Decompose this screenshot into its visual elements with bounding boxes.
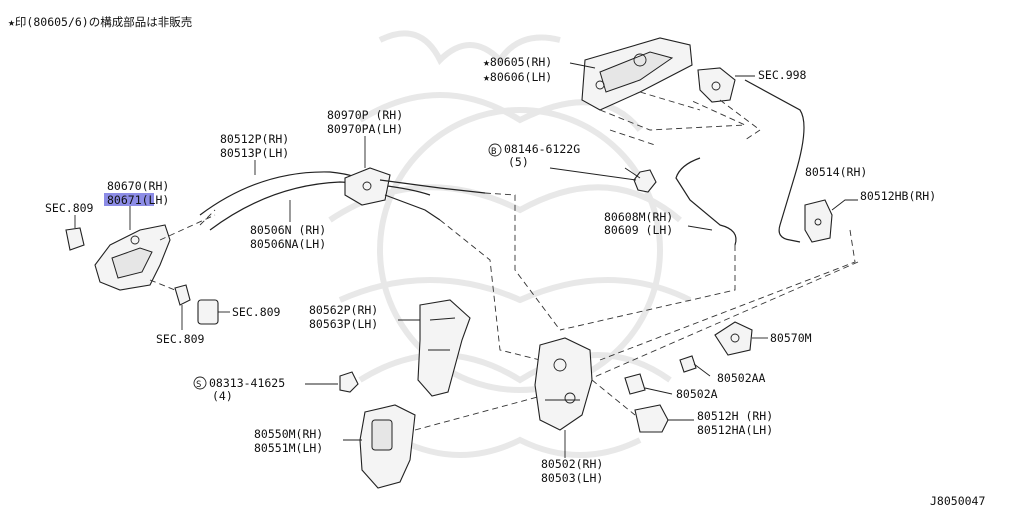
label-80506n: 80506N (RH) [250, 223, 326, 237]
rod-80514 [744, 79, 805, 243]
label-80512hb: 80512HB(RH) [860, 189, 936, 203]
label-80563p: 80563P(LH) [309, 317, 378, 331]
outside-handle-assembly [581, 37, 693, 111]
highlight-80671 [104, 193, 154, 206]
label-80514: 80514(RH) [805, 165, 867, 179]
label-80502aa: 80502AA [717, 371, 766, 385]
label-80512p: 80512P(RH) [220, 132, 289, 146]
cable-80506n [209, 181, 431, 231]
label-80506na: 80506NA(LH) [250, 237, 326, 251]
label-80502a: 80502A [676, 387, 718, 401]
bolt-symbol-circle [488, 143, 502, 157]
label-80609: 80609 (LH) [604, 223, 673, 237]
screw-symbol-circle [193, 376, 207, 390]
label-08146-qty: (5) [508, 155, 529, 169]
label-sec809-c: SEC.809 [156, 332, 205, 346]
label-80570m: 80570M [770, 331, 812, 345]
part-80570m [714, 321, 753, 356]
cable-guide-80970p [344, 167, 391, 206]
diagram-id: J8050047 [930, 494, 985, 508]
label-80551m: 80551M(LH) [254, 441, 323, 455]
header-note: ★印(80605/6)の構成部品は非販売 [8, 15, 192, 29]
label-80970pa: 80970PA(LH) [327, 122, 403, 136]
label-08313: 08313-41625 [209, 376, 285, 390]
label-80502: 80502(RH) [541, 457, 603, 471]
label-80503: 80503(LH) [541, 471, 603, 485]
inside-handle [94, 224, 171, 291]
label-08146: 08146-6122G [504, 142, 580, 156]
actuator-80550m [359, 404, 416, 489]
screw-08313 [339, 371, 359, 393]
clip-80512hb [804, 199, 833, 243]
label-80562p: 80562P(RH) [309, 303, 378, 317]
label-80671[interactable]: 80671(LH) [107, 193, 169, 207]
label-80606: ★80606(LH) [483, 70, 552, 84]
bolt-08146 [624, 167, 657, 193]
label-sec998: SEC.998 [758, 68, 807, 82]
label-80550m: 80550M(RH) [254, 427, 323, 441]
label-80670: 80670(RH) [107, 179, 169, 193]
door-latch-80502 [534, 337, 593, 431]
clip-80512h [634, 404, 669, 433]
label-80608m: 80608M(RH) [604, 210, 673, 224]
sec809-knob [174, 284, 219, 325]
screw-80502aa [679, 355, 711, 377]
label-sec809-b: SEC.809 [232, 305, 281, 319]
label-80605: ★80605(RH) [483, 55, 552, 69]
sec809-clip-left [65, 227, 85, 251]
screw-symbol: S [196, 380, 201, 390]
label-80512ha: 80512HA(LH) [697, 423, 773, 437]
label-sec809-a: SEC.809 [45, 201, 94, 215]
bolt-symbol: B [491, 147, 496, 157]
label-08313-qty: (4) [212, 389, 233, 403]
screw-80502a [624, 373, 673, 395]
label-80512h: 80512H (RH) [697, 409, 773, 423]
label-80970p: 80970P (RH) [327, 108, 403, 122]
rod-80608m [675, 157, 737, 246]
bracket-80562p [417, 299, 471, 397]
label-80513p: 80513P(LH) [220, 146, 289, 160]
sec998-bracket [697, 67, 736, 103]
